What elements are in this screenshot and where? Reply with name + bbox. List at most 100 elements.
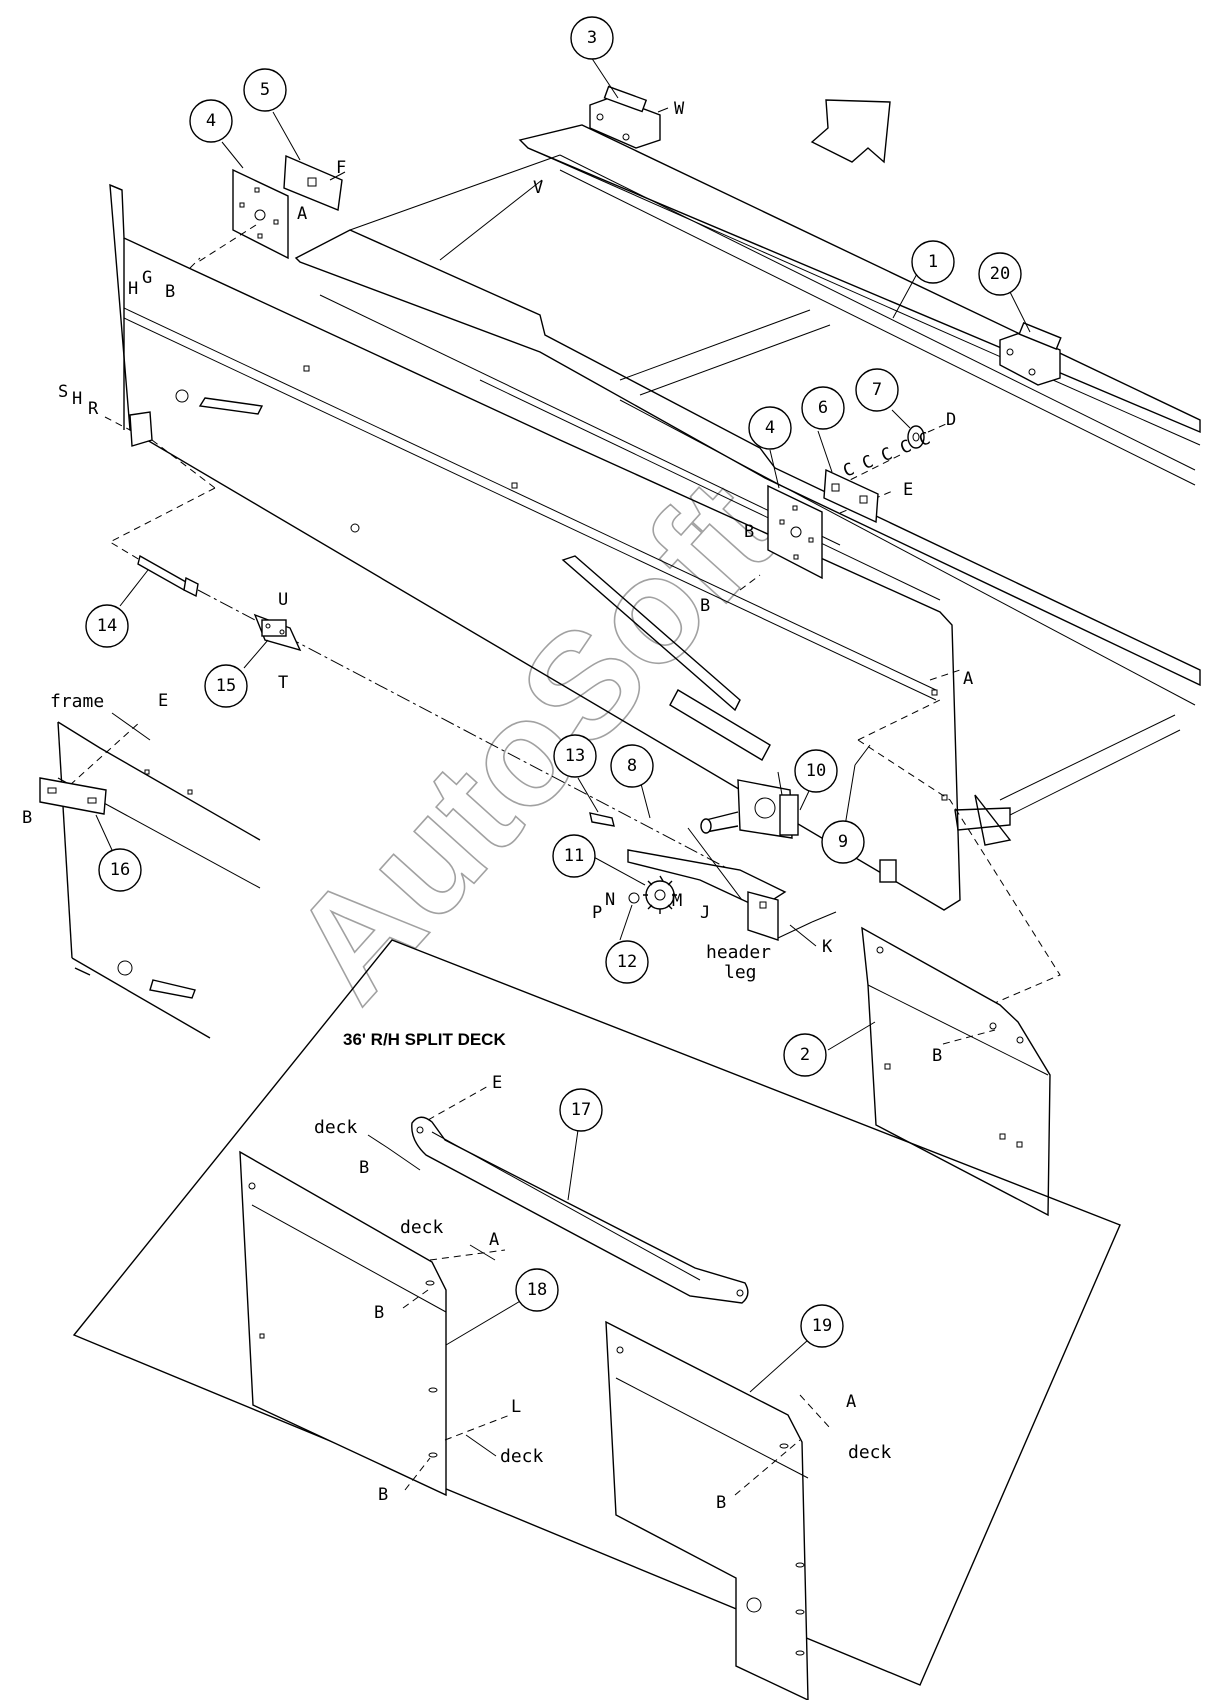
callout-9: 9	[821, 820, 865, 864]
callout-4-upper: 4	[189, 99, 233, 143]
label-a: A	[297, 204, 307, 224]
label-b: B	[165, 282, 175, 302]
callout-10: 10	[794, 749, 838, 793]
label-a: A	[489, 1230, 499, 1250]
callout-14: 14	[85, 604, 129, 648]
callout-3: 3	[570, 16, 614, 60]
svg-text:9: 9	[838, 832, 848, 852]
label-b: B	[932, 1046, 942, 1066]
part-7-washer	[907, 425, 925, 449]
split-deck-title: 36' R/H SPLIT DECK	[343, 1030, 506, 1049]
label-b: B	[359, 1158, 369, 1178]
drive-gear-assembly	[561, 555, 799, 941]
part-20-bracket	[999, 322, 1062, 386]
part-18-plate	[239, 1150, 447, 1497]
svg-text:12: 12	[617, 952, 637, 972]
svg-text:10: 10	[806, 761, 826, 781]
label-h: H	[128, 279, 138, 299]
label-m: M	[672, 891, 682, 911]
label-leg: leg	[724, 962, 757, 983]
label-a: A	[846, 1392, 856, 1412]
direction-arrow-icon	[810, 99, 891, 164]
svg-text:1: 1	[928, 252, 938, 272]
part-5-clip	[283, 154, 343, 211]
svg-text:5: 5	[260, 80, 270, 100]
label-deck: deck	[848, 1442, 892, 1463]
label-b: B	[22, 808, 32, 828]
label-a: A	[963, 669, 973, 689]
label-deck: deck	[500, 1446, 544, 1467]
svg-text:6: 6	[818, 398, 828, 418]
svg-text:4: 4	[765, 418, 775, 438]
svg-text:14: 14	[97, 616, 117, 636]
label-deck: deck	[314, 1117, 358, 1138]
label-d: D	[946, 410, 956, 430]
svg-text:18: 18	[527, 1280, 547, 1300]
label-w: W	[674, 99, 685, 119]
svg-text:2: 2	[800, 1045, 810, 1065]
label-header: header	[706, 942, 771, 963]
callout-6: 6	[801, 386, 845, 430]
svg-text:16: 16	[110, 860, 130, 880]
label-j: J	[700, 903, 710, 923]
svg-text:8: 8	[627, 756, 637, 776]
callout-11: 11	[552, 834, 596, 878]
callout-16: 16	[98, 848, 142, 892]
label-e: E	[492, 1073, 502, 1093]
label-b: B	[716, 1493, 726, 1513]
label-t: T	[278, 673, 288, 693]
callout-19: 19	[800, 1304, 844, 1348]
label-k: K	[822, 937, 833, 957]
label-u: U	[278, 590, 288, 610]
label-b: B	[744, 522, 754, 542]
callout-20: 20	[978, 252, 1022, 296]
part-6-bracket	[823, 468, 879, 524]
label-l: L	[511, 1397, 521, 1417]
part-17-bar	[411, 1116, 749, 1304]
callout-13: 13	[553, 734, 597, 778]
svg-text:11: 11	[564, 846, 584, 866]
svg-text:4: 4	[206, 111, 216, 131]
label-h: H	[72, 389, 82, 409]
callout-7: 7	[855, 368, 899, 412]
part-14-bolt	[137, 554, 199, 598]
part-2-panel	[861, 926, 1051, 1217]
part-3-bracket	[589, 85, 661, 149]
svg-text:7: 7	[872, 380, 882, 400]
svg-text:17: 17	[571, 1100, 591, 1120]
svg-text:13: 13	[565, 746, 585, 766]
label-f: F	[336, 158, 346, 178]
callout-5: 5	[243, 68, 287, 112]
label-g: G	[142, 268, 152, 288]
callout-2: 2	[783, 1033, 827, 1077]
svg-text:15: 15	[216, 676, 236, 696]
svg-text:19: 19	[812, 1316, 832, 1336]
label-p: P	[592, 903, 602, 923]
part-16-side-panel	[39, 721, 261, 1039]
label-b: B	[374, 1303, 384, 1323]
callout-1: 1	[911, 240, 955, 284]
callout-4-lower: 4	[748, 406, 792, 450]
callout-8: 8	[610, 744, 654, 788]
label-s: S	[58, 382, 68, 402]
callout-12: 12	[605, 940, 649, 984]
label-b: B	[700, 596, 710, 616]
label-r: R	[88, 399, 99, 419]
part-15-bracket	[253, 613, 302, 652]
callout-17: 17	[559, 1088, 603, 1132]
split-deck-inset-frame	[72, 939, 1121, 1686]
part-4-lower-plate	[767, 484, 823, 580]
label-v: V	[533, 178, 543, 198]
label-frame: frame	[50, 691, 104, 712]
label-deck: deck	[400, 1217, 444, 1238]
label-e: E	[158, 691, 168, 711]
header-frame-assembly	[109, 124, 1201, 911]
label-n: N	[605, 890, 615, 910]
svg-text:3: 3	[587, 28, 597, 48]
part-19-plate	[605, 1320, 809, 1700]
label-b: B	[378, 1485, 388, 1505]
callout-18: 18	[515, 1268, 559, 1312]
label-c-row: C C C C C	[840, 429, 933, 482]
label-e: E	[903, 480, 913, 500]
